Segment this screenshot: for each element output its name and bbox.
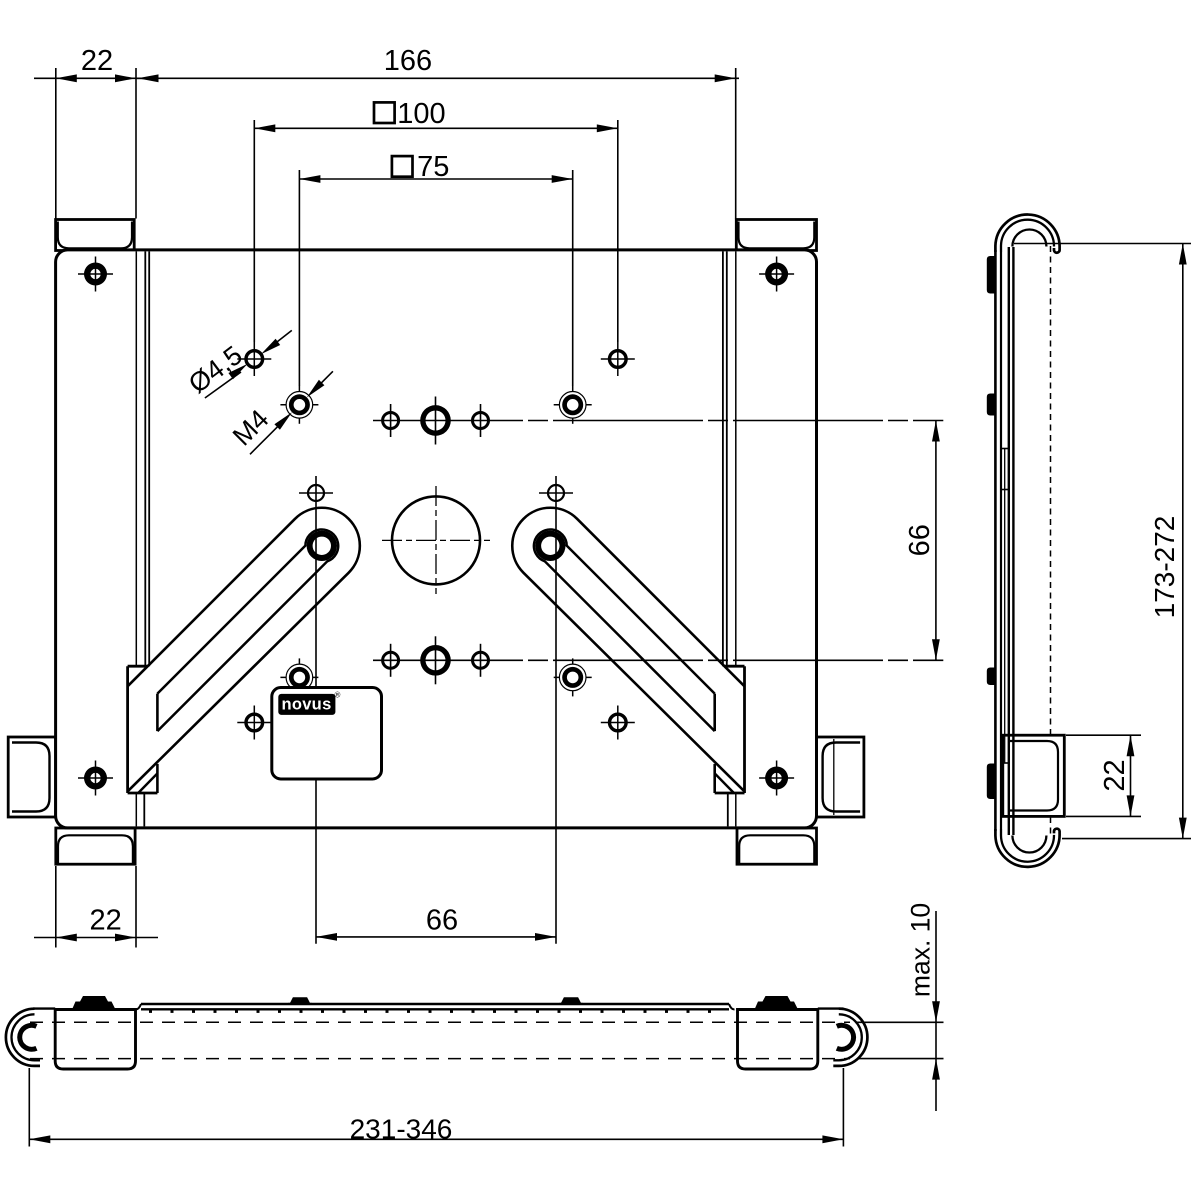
svg-text:22: 22 <box>81 45 113 77</box>
svg-text:100: 100 <box>397 98 445 130</box>
svg-text:75: 75 <box>417 151 449 183</box>
svg-text:22: 22 <box>89 905 121 937</box>
svg-text:66: 66 <box>426 904 458 936</box>
svg-text:22: 22 <box>1099 759 1131 791</box>
svg-text:231-346: 231-346 <box>350 1114 453 1145</box>
svg-text:66: 66 <box>904 524 936 556</box>
svg-text:novus: novus <box>281 696 331 714</box>
svg-text:173-272: 173-272 <box>1149 516 1180 619</box>
svg-text:max. 10: max. 10 <box>905 903 935 997</box>
svg-text:166: 166 <box>384 45 432 77</box>
svg-text:®: ® <box>335 691 341 700</box>
